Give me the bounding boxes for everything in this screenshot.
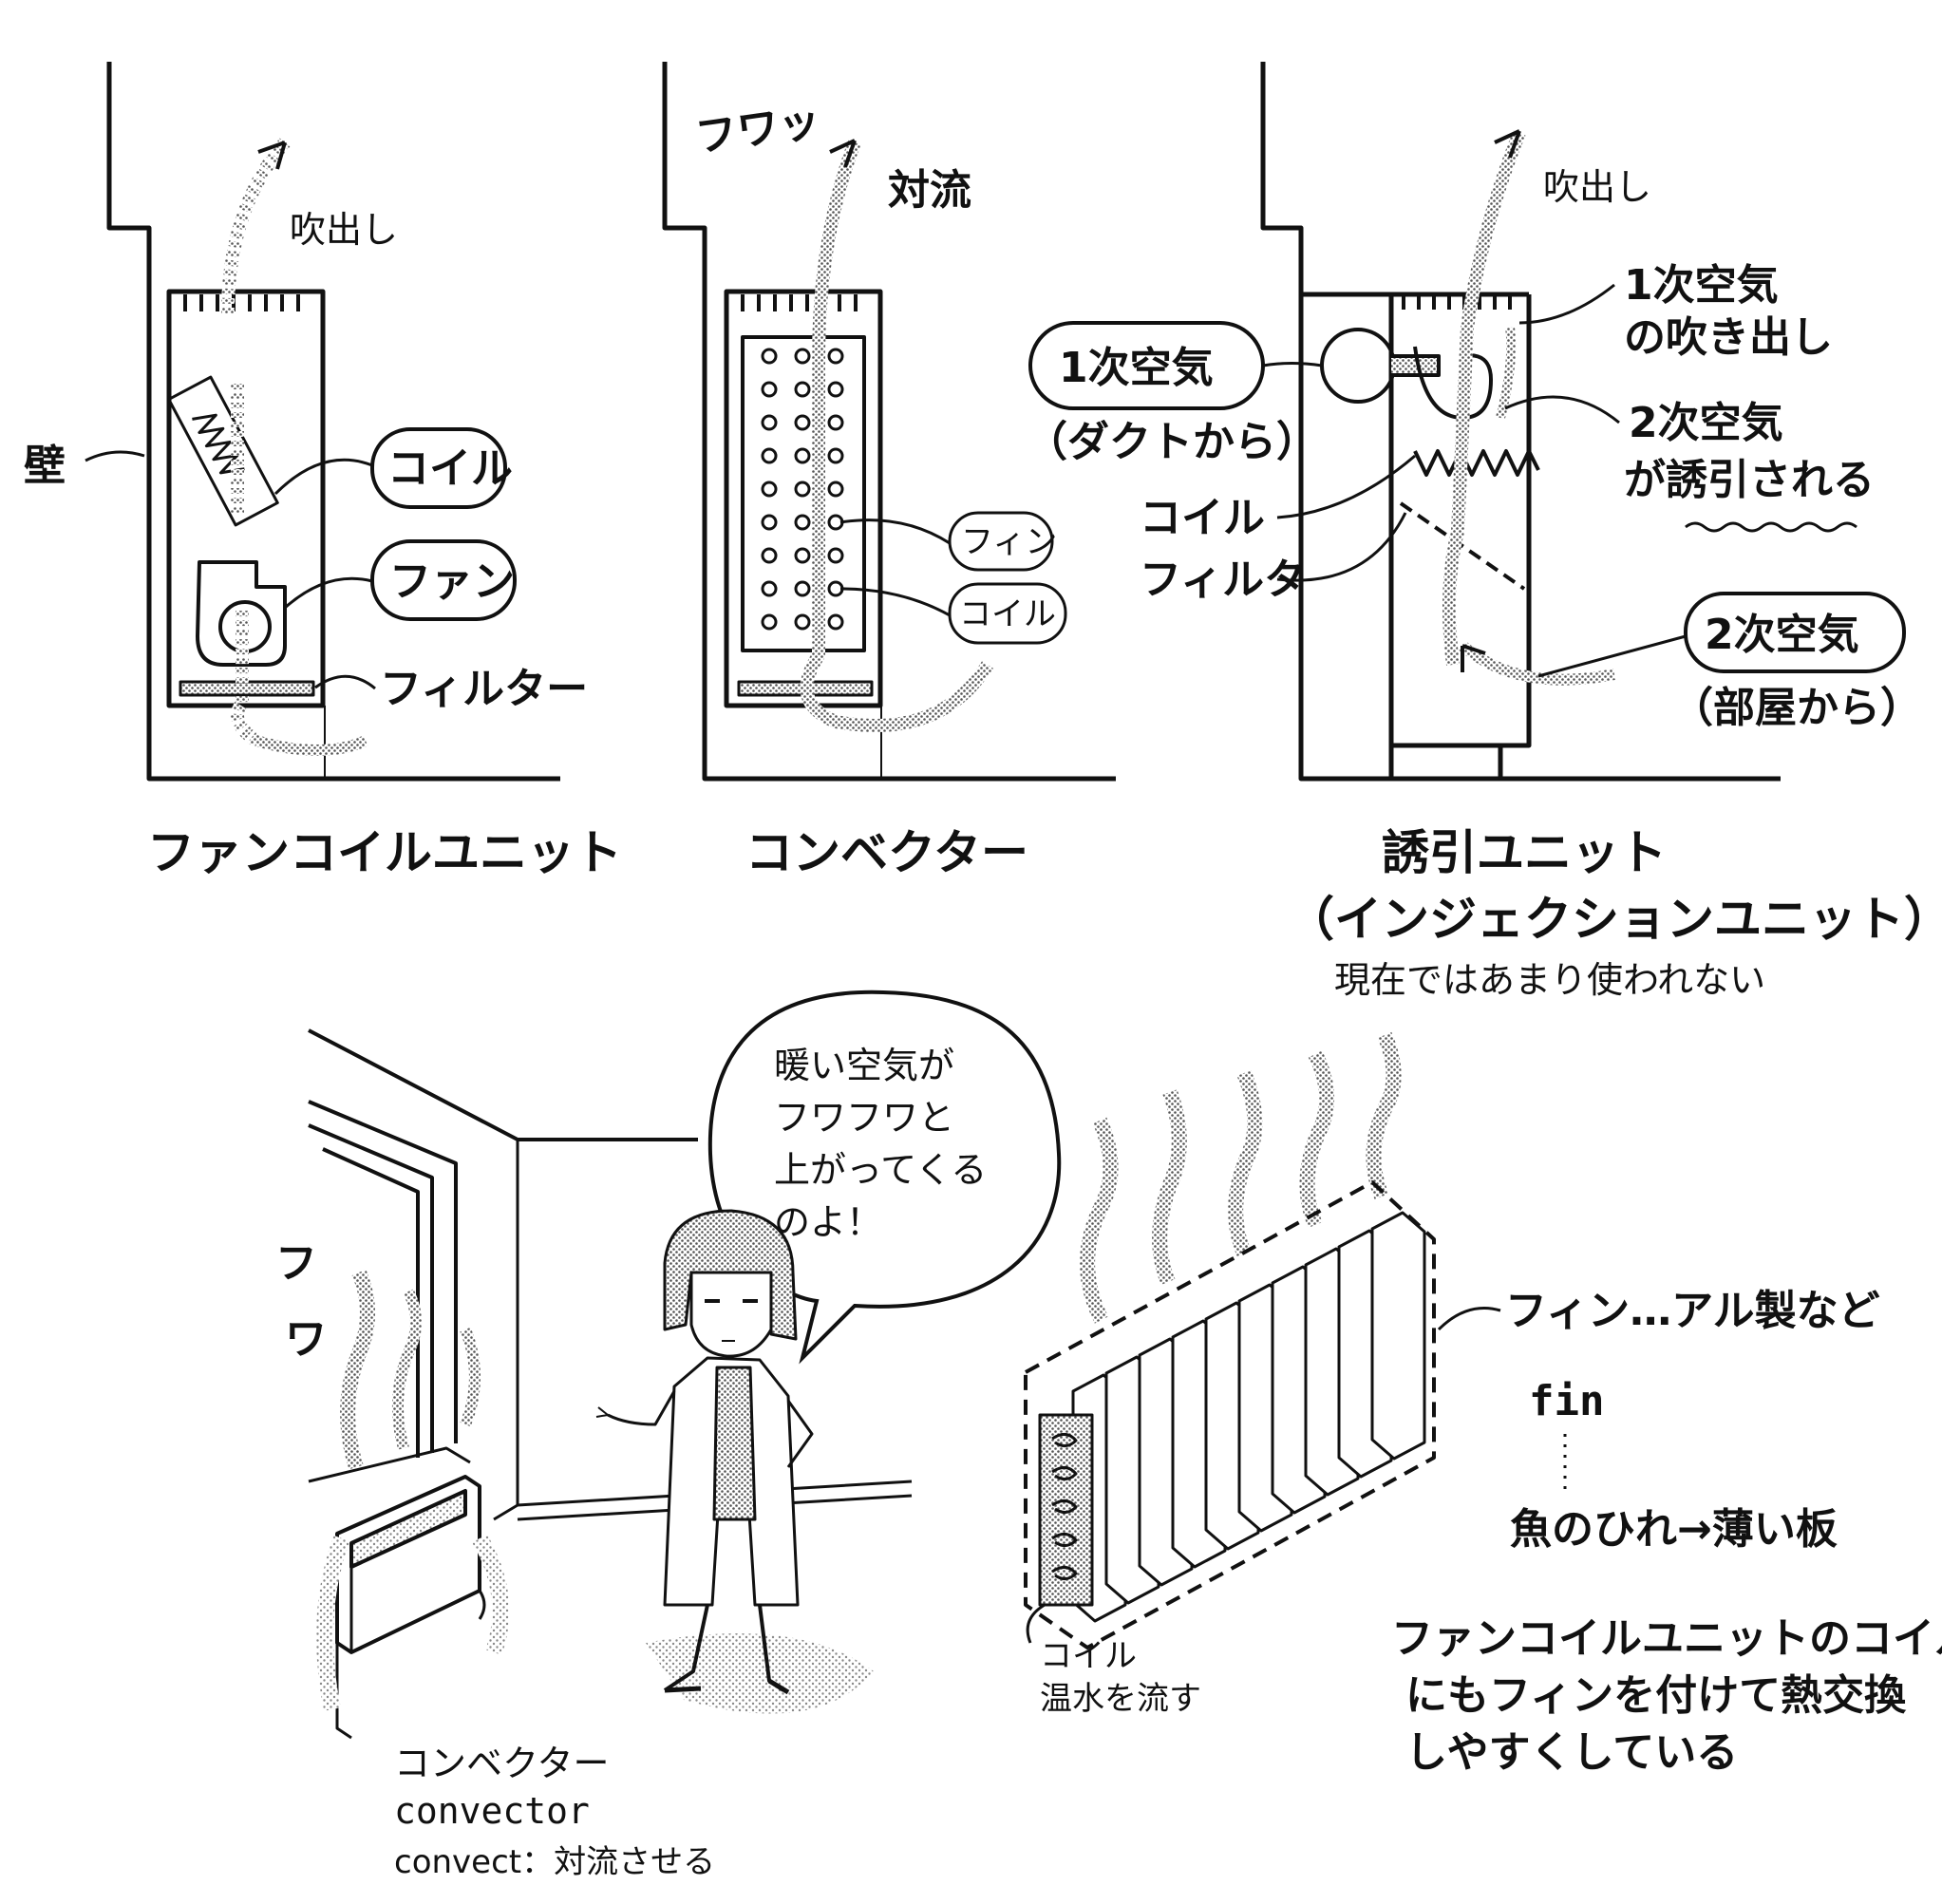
induction-airflow <box>1442 130 1526 666</box>
fan-coil-outlet-label: 吹出し <box>290 209 398 251</box>
fan-coil-title: ファンコイルユニット <box>147 825 622 880</box>
convector-coil-label: コイル <box>959 595 1056 633</box>
induction-outlet-label: 吹出し <box>1543 166 1651 208</box>
fan-coil-labels: 吹出し 壁 コイル ファン フィルター ファンコイルユニット <box>24 209 622 880</box>
induction-primary-out-1: 1次空気 <box>1624 261 1779 310</box>
induction-coil-label: コイル <box>1140 494 1265 542</box>
convector-wall <box>662 62 1116 782</box>
induction-filter <box>1399 501 1526 591</box>
fan-coil-coil <box>167 375 279 527</box>
fin-heat-waves <box>1080 1031 1402 1324</box>
fan-coil-cabinet <box>166 289 326 708</box>
character-hair <box>663 1209 798 1341</box>
induction-primary-in-1: 1次空気 <box>1059 344 1214 392</box>
fin-labels: フィン…アル製など fin 魚のひれ→薄い板 コイル 温水を流す ファンコイルユ… <box>1026 1287 1942 1777</box>
room-floor-shadow <box>646 1633 874 1714</box>
character-arm-left <box>607 1390 676 1426</box>
speech-line-3: 上がってくる <box>774 1149 987 1191</box>
convector-coil-bubble <box>948 582 1067 645</box>
fin-label: フィン…アル製など <box>1505 1287 1880 1335</box>
induction-panel <box>1260 62 1781 782</box>
fin-coil-end <box>1038 1413 1094 1607</box>
lecturer-character <box>595 1209 814 1695</box>
convector-labels: フワッ 対流 フィン コイル コンベクター <box>692 97 1067 880</box>
fin-note-3: しやすくしている <box>1405 1728 1738 1777</box>
fin-envelope <box>1024 1180 1436 1650</box>
speech-line-1: 暖い空気が <box>774 1045 954 1086</box>
room-convector <box>335 1475 486 1740</box>
room-caption-2: convector <box>394 1790 590 1832</box>
fan-coil-filter-label: フィルター <box>380 665 588 713</box>
induction-subtitle: （インジェクションユニット） <box>1287 892 1942 947</box>
fan-coil-panel <box>106 62 560 782</box>
fin-note-2: にもフィンを付けて熱交換 <box>1405 1671 1907 1720</box>
convector-coil-tubes <box>761 348 844 631</box>
convector-airflow <box>800 140 993 732</box>
fan-coil-airflow <box>221 138 291 746</box>
convector-fin-bubble <box>948 511 1054 572</box>
induction-grille <box>1402 294 1512 310</box>
speech-line-4: のよ！ <box>774 1201 882 1243</box>
fan-coil-coil-bubble <box>370 427 507 509</box>
speech-bubble: 暖い空気が フワフワと 上がってくる のよ！ <box>707 990 1062 1365</box>
induction-secondary-room-2: （部屋から） <box>1671 684 1922 732</box>
room-illustration <box>308 1028 913 1740</box>
induction-note: 現在ではあまり使われない <box>1334 959 1765 1001</box>
room-sound-1: フ <box>275 1239 317 1288</box>
induction-coil <box>1413 449 1540 477</box>
room-labels: フ ワ コンベクター convector convect：対流させる <box>275 1239 715 1881</box>
fin-en-label: fin <box>1529 1377 1604 1425</box>
room-window <box>308 1100 458 1458</box>
convector-fin-block <box>741 335 866 652</box>
convector-cabinet <box>724 289 883 708</box>
convector-grille <box>741 294 858 311</box>
fan-coil-wall-label: 壁 <box>24 442 66 490</box>
room-ceiling-line <box>308 1028 698 1141</box>
induction-title: 誘引ユニット <box>1382 825 1667 880</box>
room-caption-1: コンベクター <box>394 1743 609 1784</box>
induction-wall <box>1260 62 1781 782</box>
induction-primary-in-2: （ダクトから） <box>1026 418 1318 466</box>
room-sound-2: ワ <box>285 1315 327 1364</box>
convector-fin-label: フィン <box>961 523 1057 561</box>
fan-coil-coil-label: コイル <box>387 444 513 493</box>
character-face <box>689 1271 773 1358</box>
induction-primary-out-2: の吹き出し <box>1624 313 1833 362</box>
convector-sound: フワッ <box>692 97 823 162</box>
fan-coil-fan-label: ファン <box>389 557 515 606</box>
room-caption-3: convect：対流させる <box>394 1843 715 1881</box>
speech-line-2: フワフワと <box>774 1097 954 1139</box>
fan-coil-wall <box>106 62 560 782</box>
induction-labels: 吹出し 1次空気 の吹き出し 1次空気 （ダクトから） 2次空気 が誘引される … <box>1026 166 1942 1001</box>
fin-note-1: ファンコイルユニットのコイル <box>1391 1614 1942 1663</box>
fin-coil-label-2: 温水を流す <box>1040 1680 1201 1718</box>
induction-secondary-room-bubble <box>1684 592 1906 673</box>
character-arm-right <box>786 1400 814 1468</box>
induction-secondary-induced-2: が誘引される <box>1624 456 1875 504</box>
convector-panel <box>662 62 1116 782</box>
induction-nozzle <box>1320 328 1493 420</box>
fin-coil-loops <box>1051 1433 1078 1580</box>
convector-convection-label: 対流 <box>888 166 971 215</box>
fin-meaning: 魚のひれ→薄い板 <box>1510 1505 1838 1554</box>
fin-plates <box>1071 1211 1426 1623</box>
room-heat-waves <box>316 1269 510 1711</box>
induction-secondary-induced-1: 2次空気 <box>1629 399 1783 447</box>
character-dress <box>712 1366 757 1521</box>
fin-detail <box>1024 1031 1436 1650</box>
induction-secondary-room-1: 2次空気 <box>1705 611 1859 659</box>
fin-coil-label-1: コイル <box>1040 1637 1137 1675</box>
fan-coil-grille <box>183 294 300 311</box>
convector-title: コンベクター <box>745 825 1028 880</box>
